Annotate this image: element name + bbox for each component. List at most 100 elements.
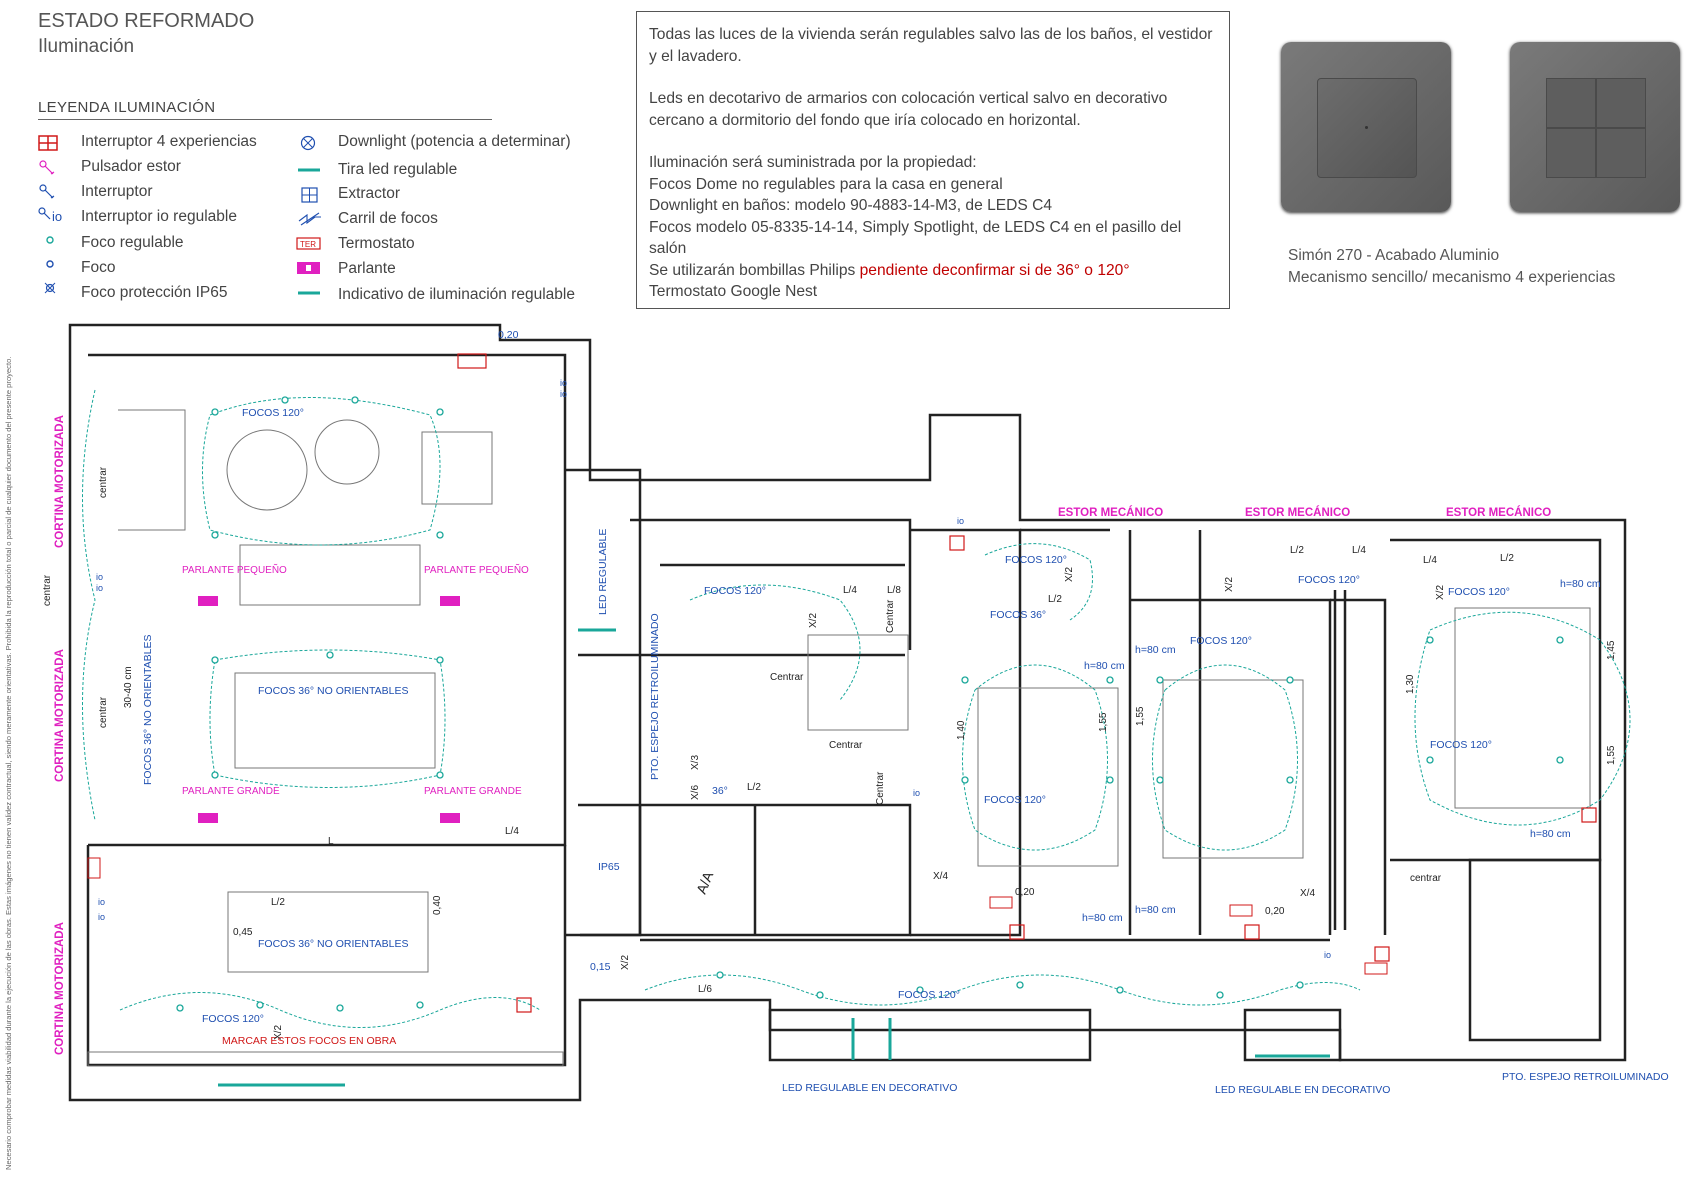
- io-label: io: [913, 788, 920, 798]
- legend-label: Indicativo de iluminación regulable: [338, 286, 575, 303]
- marcar-label: MARCAR ESTOS FOCOS EN OBRA: [222, 1035, 396, 1047]
- focos-label: FOCOS 36° NO ORIENTABLES: [258, 685, 408, 697]
- io-label: io: [98, 912, 105, 922]
- dim-label: X/4: [933, 871, 948, 882]
- led-strips: [218, 628, 1330, 1087]
- dim-label: X/3: [690, 755, 701, 770]
- speaker-label: PARLANTE GRANDE: [424, 786, 522, 797]
- dim-label: 30-40 cm: [123, 666, 134, 708]
- focos-label: FOCOS 120°: [1298, 574, 1360, 586]
- led-strip-icon: [298, 168, 320, 172]
- estor-label: ESTOR MECÁNICO: [1446, 506, 1551, 519]
- legend-label: Parlante: [338, 260, 396, 277]
- io-label: io: [96, 583, 103, 593]
- page-title: ESTADO REFORMADO: [38, 10, 255, 32]
- dim-label: 0,20: [1015, 887, 1035, 898]
- four-way-switches: [457, 353, 1597, 1013]
- dim-label: L/2: [1048, 594, 1062, 605]
- dim-label: 0,20: [498, 329, 519, 341]
- page-subtitle: Iluminación: [38, 36, 135, 57]
- dim-label: 1,30: [1405, 674, 1416, 694]
- focos-label: FOCOS 120°: [202, 1013, 264, 1025]
- legend-heading: LEYENDA ILUMINACIÓN: [38, 99, 216, 116]
- focos-label: FOCOS 120°: [984, 794, 1046, 806]
- dim-label: X/4: [1300, 888, 1315, 899]
- thermostat-icon: TER: [296, 237, 321, 250]
- dim-label: L/2: [1500, 553, 1514, 564]
- focos-label: FOCOS 120°: [1190, 635, 1252, 647]
- single-switch-photo: [1281, 42, 1451, 212]
- note-line: Termostato Google Nest: [649, 283, 818, 300]
- dim-label: X/2: [808, 613, 819, 628]
- note-line: Downlight en baños: modelo 90-4883-14-M3…: [649, 197, 1053, 214]
- estor-label: ESTOR MECÁNICO: [1058, 506, 1163, 519]
- furniture: [87, 409, 1591, 1067]
- aa-label: A/A: [693, 869, 717, 897]
- cortina-label: CORTINA MOTORIZADA: [54, 415, 66, 548]
- dim-label: 1,45: [1606, 640, 1617, 660]
- speaker-label: PARLANTE PEQUEÑO: [182, 563, 287, 576]
- switch-caption: Simón 270 - Acabado Aluminio Mecanismo s…: [1288, 247, 1616, 286]
- dim-label: L/8: [887, 585, 901, 596]
- blind-pushbutton-icon: [39, 160, 55, 175]
- cortina-label: CORTINA MOTORIZADA: [54, 649, 66, 782]
- legend-label: Interruptor 4 experiencias: [81, 133, 257, 150]
- dimmable-spot-icon: [46, 236, 54, 244]
- io-label: io: [560, 378, 567, 388]
- downlight-icon: [300, 135, 316, 151]
- ip65-label: IP65: [598, 861, 620, 873]
- centrar-label: centrar: [98, 466, 109, 498]
- h80-label: h=80 cm: [1135, 644, 1176, 656]
- legend-label: Tira led regulable: [338, 161, 458, 178]
- dim-label: L: [328, 836, 334, 847]
- dim-label: L/4: [1352, 545, 1366, 556]
- speaker-label: PARLANTE GRANDE: [182, 786, 280, 797]
- deg-label: 36°: [712, 785, 728, 797]
- mirror-label: PTO. ESPEJO RETROILUMINADO: [649, 613, 661, 780]
- led-label: LED REGULABLE: [597, 529, 609, 615]
- legend-label: Termostato: [338, 235, 415, 252]
- legend-label: Extractor: [338, 185, 401, 202]
- dim-label: 1,55: [1606, 745, 1617, 765]
- note-line: Todas las luces de la vivienda serán reg…: [649, 26, 1213, 65]
- focos-label: FOCOS 36° NO ORIENTABLES: [142, 635, 154, 785]
- spot-icon: [46, 260, 54, 268]
- centrar-label: Centrar: [885, 599, 896, 633]
- spots: [176, 396, 1564, 1012]
- note-line: Focos Dome no regulables para la casa en…: [649, 175, 1003, 193]
- io-label: io: [957, 516, 964, 526]
- legend-label: Foco regulable: [81, 234, 184, 251]
- mirror-label: PTO. ESPEJO RETROILUMINADO: [1502, 1071, 1669, 1083]
- dim-label: 1,40: [956, 720, 967, 740]
- dim-label: X/2: [1064, 567, 1075, 582]
- dim-label: 0,40: [432, 895, 443, 915]
- extractor-icon: [301, 187, 318, 203]
- legend-label: Pulsador estor: [81, 158, 181, 175]
- legend-label: Foco: [81, 259, 116, 276]
- walls: [68, 323, 1627, 1102]
- notes-box: Todas las luces de la vivienda serán reg…: [636, 11, 1230, 309]
- io-label: io: [96, 572, 103, 582]
- speaker-label: PARLANTE PEQUEÑO: [424, 563, 529, 576]
- note-line: Se utilizarán bombillas Philips pendient…: [649, 261, 1130, 279]
- io-label: io: [560, 389, 567, 399]
- dim-label: L/2: [1290, 545, 1304, 556]
- io-label: io: [1324, 950, 1331, 960]
- h80-label: h=80 cm: [1560, 578, 1601, 590]
- dim-label: 0,20: [1265, 906, 1285, 917]
- four-way-switch-icon: [38, 135, 58, 151]
- dim-label: 1,55: [1135, 706, 1146, 726]
- dim-label: 0,45: [233, 927, 253, 938]
- focos-label: FOCOS 120°: [1430, 739, 1492, 751]
- dim-label: L/4: [843, 585, 857, 596]
- thermostats: [87, 857, 1388, 975]
- dim-label: L/4: [1423, 555, 1437, 566]
- centrar-label: Centrar: [829, 740, 863, 751]
- legend-label: Interruptor io regulable: [81, 208, 237, 225]
- focos-label: FOCOS 120°: [704, 585, 766, 597]
- svg-text:io: io: [52, 209, 62, 223]
- h80-label: h=80 cm: [1084, 660, 1125, 672]
- dim-label: L/4: [505, 826, 519, 837]
- h80-label: h=80 cm: [1530, 828, 1571, 840]
